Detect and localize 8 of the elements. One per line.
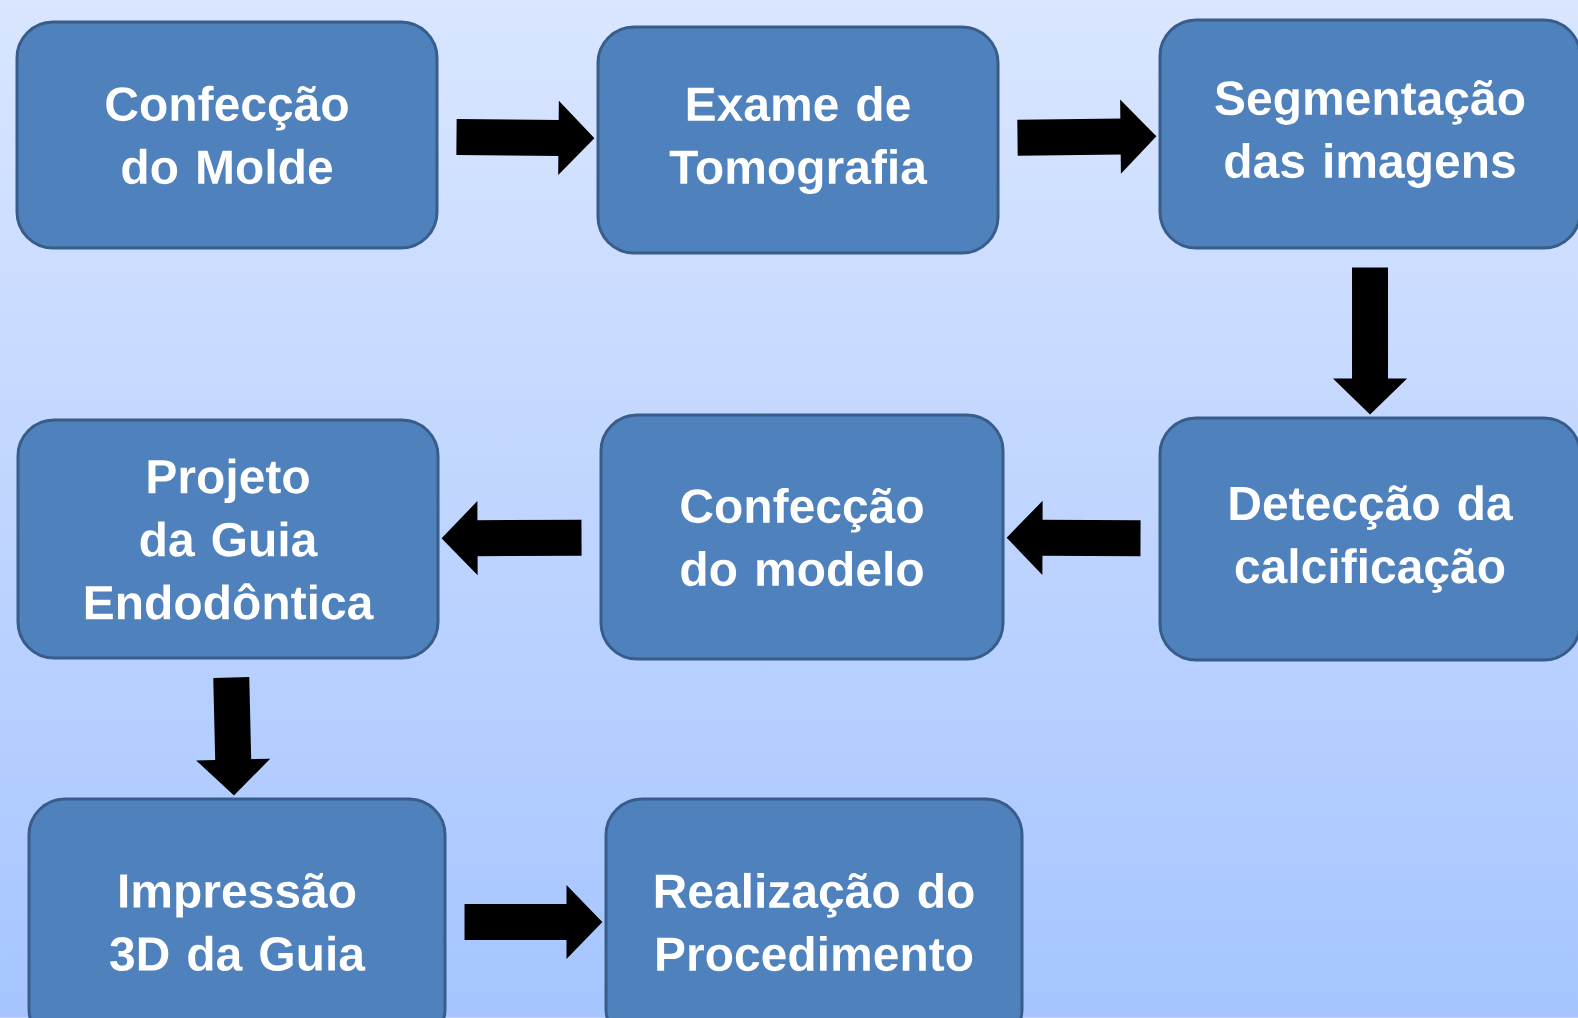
process-box: Segmentação das imagens <box>1158 18 1578 250</box>
process-box: Confecção do modelo <box>599 413 1005 661</box>
process-box: Impressão 3D da Guia <box>27 797 447 1018</box>
process-box: Exame de Tomografia <box>596 25 1000 255</box>
process-box: Detecção da calcificação <box>1158 416 1578 662</box>
process-box: Confecção do Molde <box>15 20 439 250</box>
process-box: Projeto da Guia Endodôntica <box>16 418 440 660</box>
process-box: Realização do Procedimento <box>604 797 1024 1018</box>
